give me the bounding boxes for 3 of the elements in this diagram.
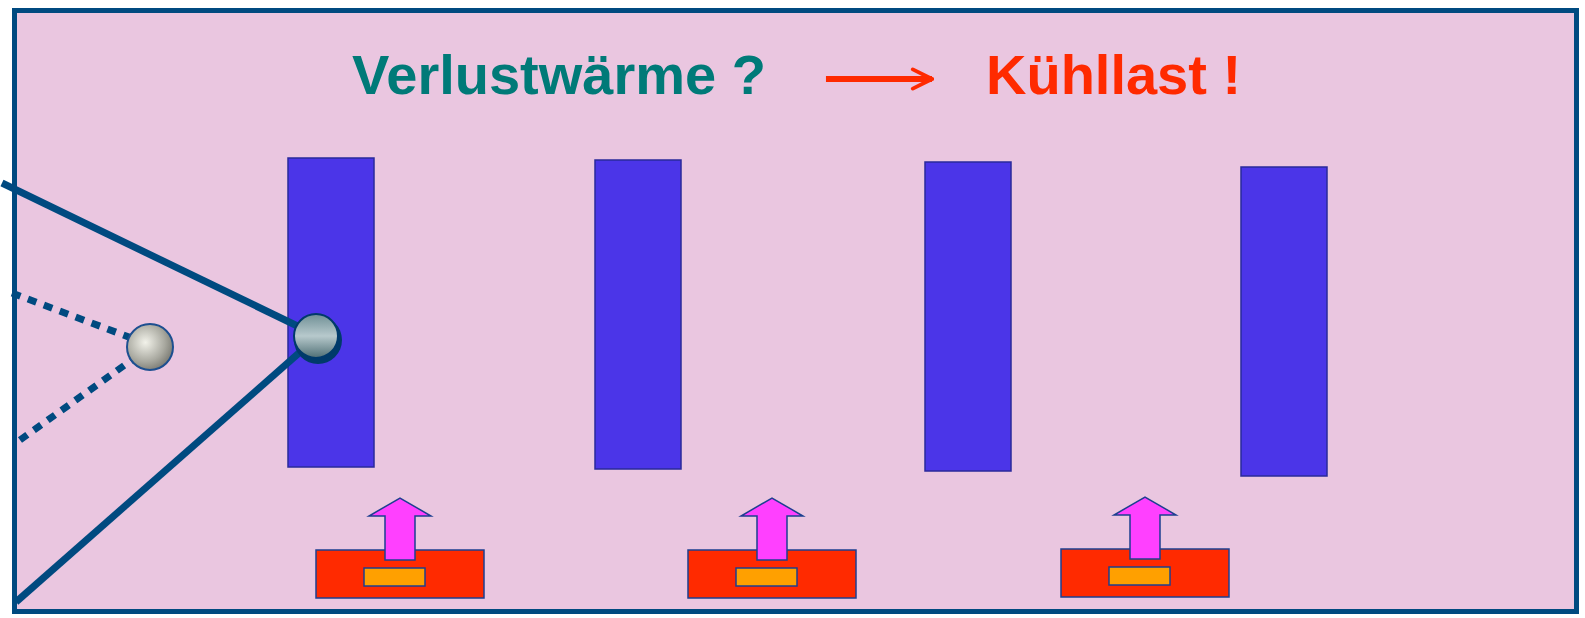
heading-text: Verlustwärme ? — [352, 43, 766, 107]
heading-text: Kühllast ! — [986, 43, 1242, 107]
arrow — [825, 67, 934, 91]
